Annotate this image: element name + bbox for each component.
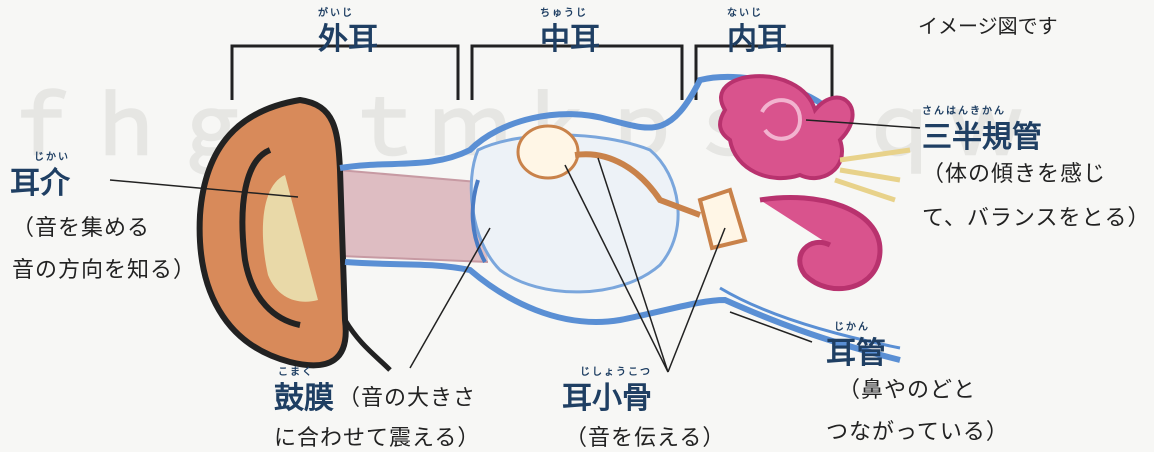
stapes — [700, 190, 745, 248]
desc-pinna-2: 音の方向を知る） — [12, 252, 196, 284]
region-inner-label: 内耳 — [727, 14, 787, 58]
desc-pinna-1: （音を集める — [12, 210, 150, 242]
malleus-head — [518, 126, 578, 178]
label-tube: 耳管 — [826, 328, 886, 372]
image-note: イメージ図です — [918, 10, 1058, 39]
desc-eardrum-1: （音の大きさ — [338, 380, 476, 412]
label-canals: 三半規管 — [922, 112, 1042, 156]
desc-canals-2: て、バランスをとる） — [922, 200, 1150, 232]
desc-tube-1: （鼻やのどと — [838, 372, 976, 404]
auditory-nerve — [835, 150, 910, 200]
label-pinna: 耳介 — [10, 158, 70, 202]
region-outer-label: 外耳 — [318, 14, 378, 58]
desc-tube-2: つながっている） — [826, 414, 1009, 446]
ear-canal — [338, 170, 488, 262]
region-middle-label: 中耳 — [540, 14, 600, 58]
cochlea — [760, 197, 880, 288]
desc-eardrum-2: に合わせて震える） — [274, 420, 480, 452]
desc-canals-1: （体の傾きを感じ — [922, 156, 1106, 188]
label-eardrum: 鼓膜 — [274, 373, 334, 417]
label-ossicles: 耳小骨 — [562, 373, 652, 417]
desc-ossicles-1: （音を伝える） — [565, 420, 725, 452]
